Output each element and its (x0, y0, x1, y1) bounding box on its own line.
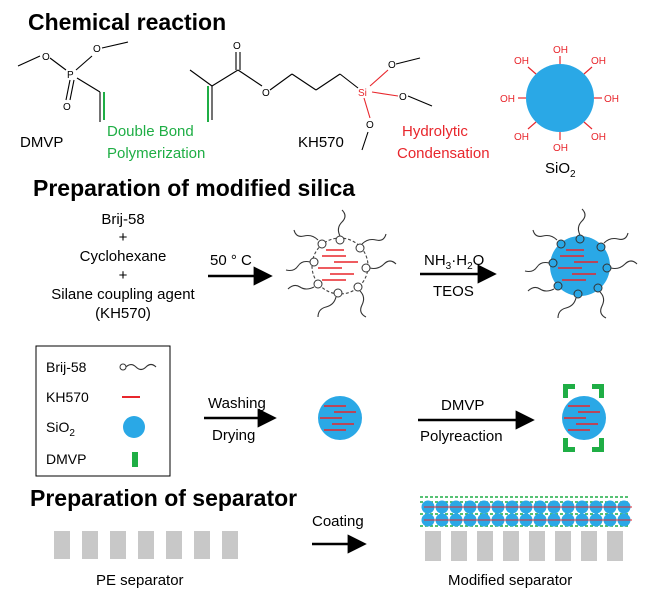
svg-text:O: O (233, 41, 241, 52)
sio2-sphere (526, 64, 594, 132)
pe-separator-label: PE separator (96, 572, 184, 589)
svg-text:O: O (63, 102, 71, 113)
svg-text:OH: OH (553, 143, 568, 154)
temperature-label: 50 ° C (210, 252, 252, 269)
svg-text:OH: OH (553, 45, 568, 56)
svg-text:O: O (366, 120, 374, 131)
svg-text:Si: Si (358, 88, 367, 99)
teos-label: TEOS (433, 283, 474, 300)
kh570-silica-particle (318, 396, 362, 440)
coating-label: Coating (312, 513, 364, 530)
modified-separator-label: Modified separator (448, 572, 572, 589)
hydrolytic-label: Hydrolytic (402, 123, 468, 140)
dmvp-grafted-particle (562, 384, 606, 452)
svg-text:+: + (119, 267, 128, 284)
legend-sio2-label: SiO2 (46, 419, 75, 439)
legend-dmvp-swatch (132, 452, 138, 467)
legend-sio2-swatch (123, 416, 145, 438)
svg-text:Cyclohexane: Cyclohexane (80, 248, 167, 265)
svg-text:O: O (388, 60, 396, 71)
svg-text:+: + (119, 229, 128, 246)
legend-box (35, 345, 171, 477)
polymerization-label: Polymerization (107, 145, 205, 162)
kh570-structure: O O Si O O O (189, 41, 433, 151)
dmvp-arrow-label: DMVP (441, 397, 484, 414)
svg-text:(KH570): (KH570) (95, 305, 151, 322)
kh570-label: KH570 (298, 134, 344, 151)
svg-text:O: O (93, 44, 101, 55)
nh3-label: NH3·H2O (424, 252, 484, 272)
svg-text:Silane coupling agent: Silane coupling agent (51, 286, 195, 303)
polyreaction-label: Polyreaction (420, 428, 503, 445)
sio2-oh-particle: OH OH OH OH OH OH OH OH (500, 45, 619, 154)
double-bond-label: Double Bond (107, 123, 194, 140)
micelle (285, 209, 397, 318)
sio2-label: SiO2 (545, 160, 576, 180)
washing-label: Washing (208, 395, 266, 412)
svg-text:OH: OH (500, 94, 515, 105)
drying-label: Drying (212, 427, 255, 444)
svg-text:O: O (42, 52, 50, 63)
svg-text:P: P (67, 70, 74, 81)
svg-text:OH: OH (591, 56, 606, 67)
svg-text:OH: OH (514, 56, 529, 67)
section-title-modified-silica: Preparation of modified silica (33, 175, 355, 201)
legend-brij-label: Brij-58 (46, 359, 87, 375)
svg-text:OH: OH (514, 132, 529, 143)
svg-text:O: O (399, 92, 407, 103)
modified-separator (420, 496, 632, 561)
condensation-label: Condensation (397, 145, 490, 162)
section-title-separator: Preparation of separator (30, 485, 297, 511)
svg-text:O: O (262, 88, 270, 99)
legend-kh570-label: KH570 (46, 389, 89, 405)
pe-separator (54, 531, 238, 559)
section-title-chemical-reaction: Chemical reaction (28, 9, 226, 35)
svg-text:OH: OH (591, 132, 606, 143)
legend-brij-swatch (119, 363, 157, 371)
dmvp-label: DMVP (20, 134, 63, 151)
legend-dmvp-label: DMVP (46, 451, 86, 467)
svg-text:Brij-58: Brij-58 (101, 211, 144, 228)
silica-micelle (524, 208, 638, 319)
reagent-list: Brij-58 + Cyclohexane + Silane coupling … (51, 211, 195, 322)
dmvp-structure: O P O O (17, 41, 129, 122)
svg-text:OH: OH (604, 94, 619, 105)
